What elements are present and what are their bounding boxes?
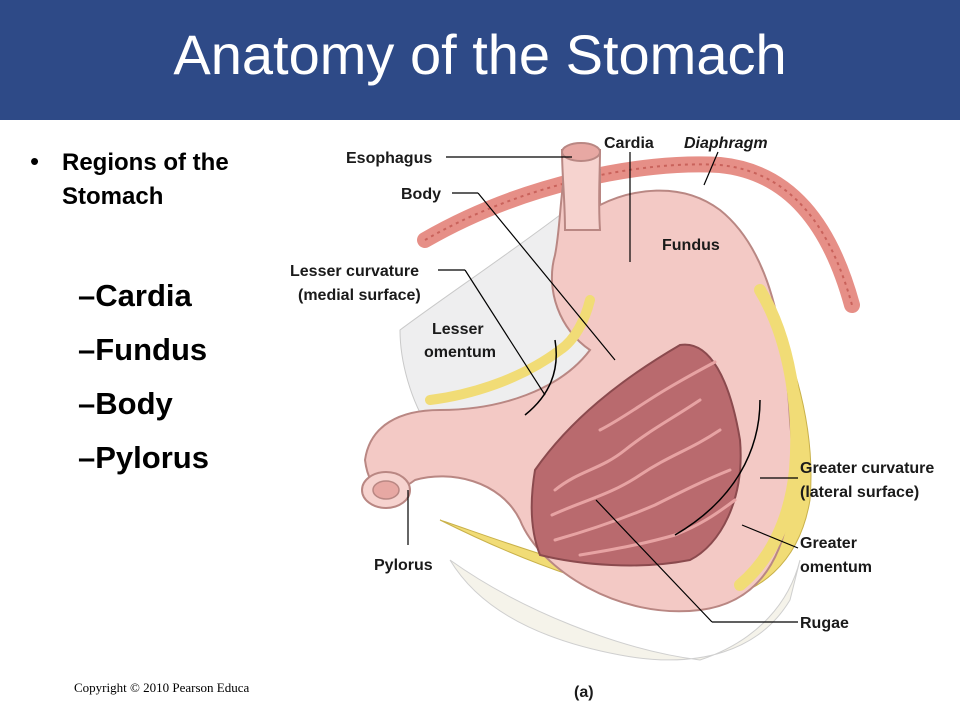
slide-title: Anatomy of the Stomach [173, 23, 787, 86]
greater-curvature-arrow [674, 399, 761, 536]
copyright-notice: Copyright © 2010 Pearson Educa [74, 680, 250, 695]
label-esophagus: Esophagus [346, 150, 432, 167]
bullet-icon: • [30, 146, 40, 176]
label-diaphragm: Diaphragm [684, 135, 768, 152]
sub-item-fundus: –Fundus [78, 332, 208, 367]
label-rugae: Rugae [800, 615, 849, 632]
label-fundus: Fundus [662, 237, 720, 254]
sub-item-body: –Body [78, 386, 173, 421]
esophagus-opening [561, 142, 601, 162]
label-greater-omentum-line1: Greater [800, 535, 857, 552]
pylorus-opening [372, 480, 400, 500]
leader-lines [407, 151, 799, 623]
panel-label: (a) [574, 684, 594, 701]
label-lesser-omentum-line1: Lesser [432, 321, 484, 338]
label-lesser-omentum-line2: omentum [424, 344, 496, 361]
label-body: Body [401, 186, 441, 203]
label-lesser-curvature-line1: Lesser curvature [290, 263, 419, 280]
title-bar [0, 0, 960, 120]
rugae-folds [550, 360, 737, 557]
label-greater-curvature-line1: Greater curvature [800, 460, 934, 477]
esophagus-shape [560, 149, 602, 231]
greater-curvature-fat [734, 284, 803, 591]
stomach-diagram: Esophagus Cardia Diaphragm Body Fundus L… [290, 135, 934, 701]
label-pylorus: Pylorus [374, 557, 433, 574]
label-lesser-curvature-line2: (medial surface) [298, 287, 421, 304]
label-cardia: Cardia [604, 135, 654, 152]
sub-item-pylorus: –Pylorus [78, 440, 209, 475]
lesser-curvature-arrow [524, 339, 557, 416]
bullet-text: Regions of the Stomach [62, 149, 229, 210]
greater-omentum-sheet [449, 559, 801, 661]
label-greater-curvature-line2: (lateral surface) [800, 484, 919, 501]
lesser-omentum-fat [425, 295, 595, 405]
label-greater-omentum-line2: omentum [800, 559, 872, 576]
sub-item-cardia: –Cardia [78, 278, 192, 313]
